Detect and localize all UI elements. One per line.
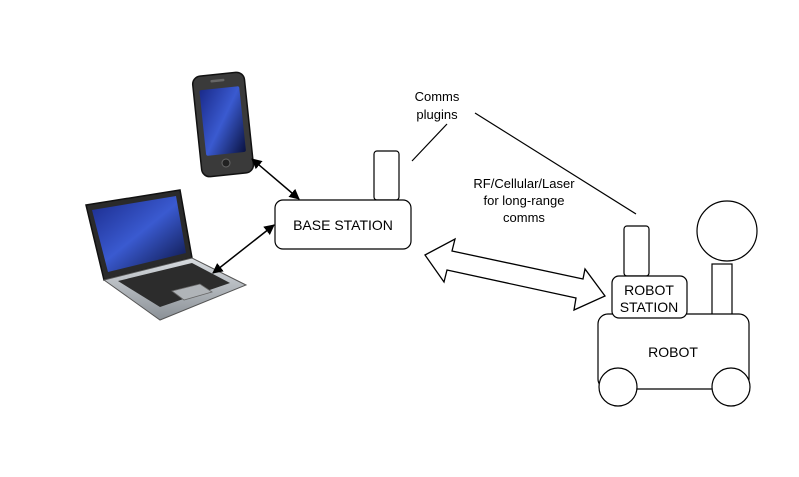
laptop-icon [85,189,248,321]
robot-wheel-right [711,367,751,407]
robot-mast [711,263,733,317]
phone-base-link [251,158,300,200]
robot-label: ROBOT [648,344,698,360]
base-antenna [373,150,400,201]
comms-pointer-base [411,123,448,162]
link-label-line2: for long-range [484,193,565,208]
base-station-box [274,199,412,250]
robot-station-label-line1: ROBOT [624,282,674,298]
robot-wheel-left [598,367,638,407]
long-range-link-arrow [424,237,607,312]
base-station-label: BASE STATION [293,217,393,233]
comms-label-line1: Comms [415,89,460,104]
laptop-base-link [212,224,275,274]
link-label-line3: comms [503,210,545,225]
robot-head [696,200,758,262]
robot-station-label-line2: STATION [620,299,679,315]
robot-station-box [611,275,688,319]
smartphone-icon [191,71,255,178]
link-label-line1: RF/Cellular/Laser [473,176,575,191]
comms-pointer-robot [474,112,637,215]
comms-label-line2: plugins [416,107,458,122]
robot-station-antenna [623,225,650,277]
